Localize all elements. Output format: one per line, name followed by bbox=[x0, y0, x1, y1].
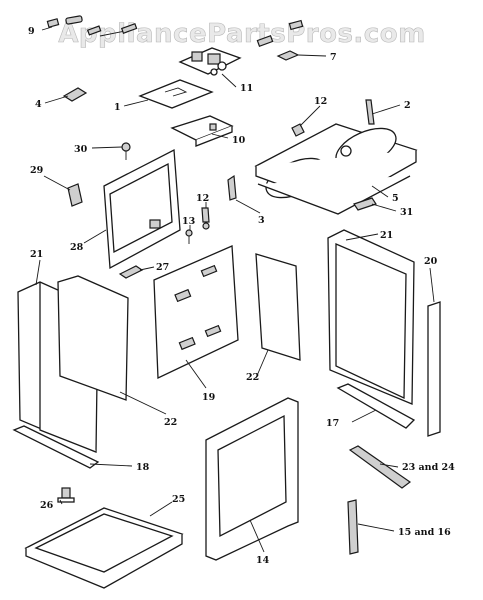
part-22-left-insulation[interactable] bbox=[57, 275, 129, 401]
part-23-24-rail[interactable] bbox=[348, 445, 412, 489]
part-9-clips[interactable] bbox=[46, 15, 138, 37]
label-10: 10 bbox=[232, 135, 246, 146]
label-27: 27 bbox=[156, 262, 169, 273]
label-20: 20 bbox=[424, 256, 438, 267]
label-3: 3 bbox=[258, 215, 265, 226]
label-28: 28 bbox=[70, 242, 84, 253]
leader-lines bbox=[35, 26, 435, 553]
label-14: 14 bbox=[256, 555, 270, 566]
label-18: 18 bbox=[136, 462, 150, 473]
part-20-trim[interactable] bbox=[427, 301, 441, 437]
label-19: 19 bbox=[202, 392, 216, 403]
part-10-bracket[interactable] bbox=[170, 115, 234, 147]
part-14-front-frame[interactable] bbox=[205, 397, 299, 561]
label-5: 5 bbox=[392, 193, 399, 204]
watermark: AppliancePartsPros.com bbox=[58, 19, 425, 49]
label-17: 17 bbox=[326, 418, 339, 429]
label-23-24: 23 and 24 bbox=[402, 462, 455, 473]
part-1-plate[interactable] bbox=[138, 79, 214, 109]
part-26-foot[interactable] bbox=[57, 487, 75, 503]
part-27-bracket[interactable] bbox=[118, 265, 144, 279]
label-22-right: 22 bbox=[246, 372, 259, 383]
part-7-grommet[interactable] bbox=[276, 50, 300, 61]
part-22-right-insulation[interactable] bbox=[255, 253, 301, 361]
part-19-rear-panel[interactable] bbox=[153, 245, 239, 380]
part-25-storage-drawer[interactable] bbox=[24, 507, 184, 589]
label-26: 26 bbox=[40, 500, 54, 511]
part-cooktop[interactable] bbox=[254, 120, 418, 215]
label-2: 2 bbox=[404, 100, 411, 111]
label-1: 1 bbox=[114, 102, 121, 113]
part-29-bracket[interactable] bbox=[67, 183, 83, 207]
label-12-top: 12 bbox=[314, 96, 327, 107]
label-21-right: 21 bbox=[380, 230, 393, 241]
label-9: 9 bbox=[28, 26, 35, 37]
part-12-clip-top[interactable] bbox=[291, 123, 305, 137]
part-21-right-side-panel[interactable] bbox=[327, 229, 415, 405]
label-13: 13 bbox=[182, 216, 195, 227]
part-labels: 9 11 7 4 1 10 2 12 5 31 3 30 29 28 12 13… bbox=[28, 26, 455, 566]
part-17-kick-plate[interactable] bbox=[336, 383, 416, 429]
part-30-screw[interactable] bbox=[121, 142, 131, 160]
part-15-16-hinge[interactable] bbox=[347, 499, 359, 555]
label-12-mid: 12 bbox=[196, 193, 209, 204]
part-28-back-panel[interactable] bbox=[103, 148, 181, 270]
part-31-bracket[interactable] bbox=[353, 197, 377, 211]
label-4: 4 bbox=[35, 99, 42, 110]
label-25: 25 bbox=[172, 494, 185, 505]
label-11: 11 bbox=[240, 83, 253, 94]
label-21-left: 21 bbox=[30, 249, 43, 260]
part-3-clip[interactable] bbox=[227, 174, 237, 201]
label-29: 29 bbox=[30, 165, 44, 176]
part-13-screw[interactable] bbox=[185, 229, 193, 244]
label-30: 30 bbox=[74, 144, 88, 155]
label-7: 7 bbox=[330, 52, 337, 63]
part-12-screw[interactable] bbox=[201, 207, 210, 230]
part-top-right-clips[interactable] bbox=[256, 19, 304, 47]
label-22-left: 22 bbox=[164, 417, 177, 428]
part-18-bottom-rail[interactable] bbox=[12, 425, 100, 469]
part-11-control-bracket[interactable] bbox=[178, 47, 242, 76]
part-4-clip[interactable] bbox=[62, 87, 88, 102]
label-31: 31 bbox=[400, 207, 413, 218]
part-2-rod[interactable] bbox=[365, 99, 375, 125]
label-15-16: 15 and 16 bbox=[398, 527, 451, 538]
